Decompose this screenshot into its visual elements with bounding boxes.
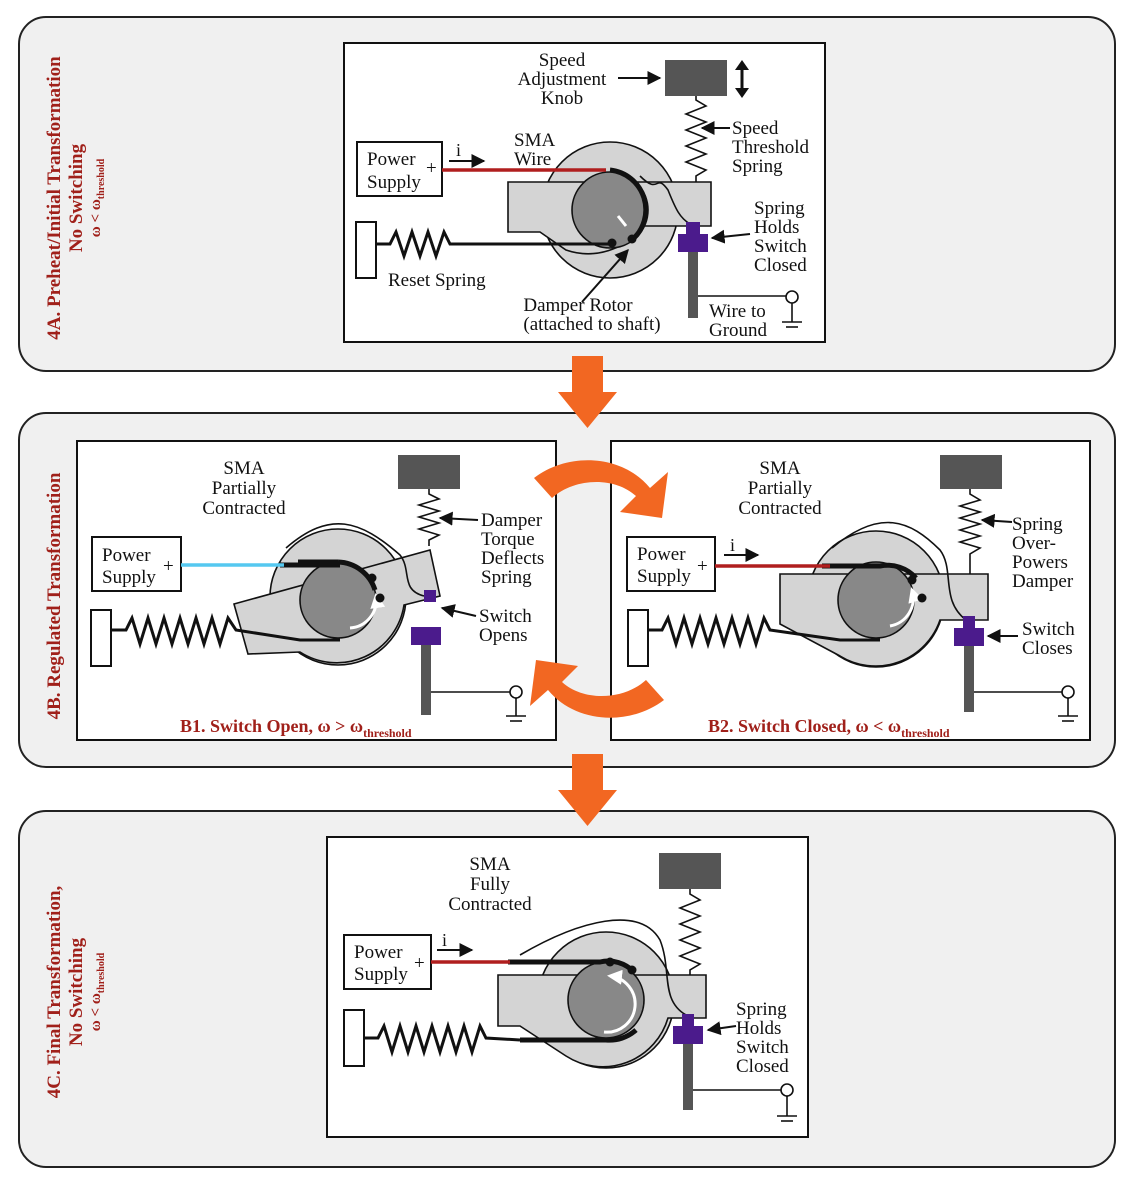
- c-power-label-2: Supply: [354, 964, 408, 985]
- b1-switch-label-1: Switch: [479, 606, 532, 627]
- power-supply-label-4a-2: Supply: [367, 172, 421, 193]
- diagram-4c: SMA Fully Contracted Power Supply + i Sp…: [343, 853, 797, 1122]
- b2-switch-base: [954, 628, 984, 646]
- c-plus: +: [414, 953, 425, 974]
- diagram-4a: Speed Adjustment Knob Speed Threshold Sp…: [355, 50, 810, 341]
- power-supply-4a: [356, 141, 443, 197]
- b1-damper-label-4: Spring: [481, 567, 532, 588]
- speed-knob-label-2: Adjustment: [518, 69, 607, 90]
- wire-ground-label-2: Ground: [709, 320, 768, 341]
- b1-sma-label-1: SMA: [223, 458, 264, 479]
- b1-switch-contact: [424, 590, 436, 602]
- b1-sma-label-3: Contracted: [202, 498, 286, 519]
- plus-4a: +: [426, 158, 437, 179]
- b1-switch-label-2: Opens: [479, 625, 528, 646]
- speed-knob-label-1: Speed: [539, 50, 586, 71]
- sma-wire-label-2: Wire: [514, 149, 551, 170]
- damper-rotor-label-1: Damper Rotor: [523, 295, 633, 316]
- sma-wire-label-1: SMA: [514, 130, 555, 151]
- c-power-label-1: Power: [354, 942, 403, 963]
- c-spring-holds-1: Spring: [736, 999, 787, 1020]
- b2-knob: [940, 455, 1002, 489]
- b2-caption: B2. Switch Closed, ω < ωthreshold: [708, 716, 950, 740]
- down-arrow-icon-1: [558, 356, 617, 428]
- wire-ground-label-1: Wire to: [709, 301, 766, 322]
- b1-caption: B1. Switch Open, ω > ωthreshold: [180, 716, 412, 740]
- speed-threshold-spring: [683, 96, 709, 182]
- c-sma-label-3: Contracted: [448, 894, 532, 915]
- down-arrow-icon-2: [558, 754, 617, 826]
- diagram-b2: SMA Partially Contracted Spring Over- Po…: [626, 455, 1078, 740]
- b1-power-supply: [91, 536, 182, 592]
- speed-spring-label-3: Spring: [732, 156, 783, 177]
- b2-sma-label-1: SMA: [759, 458, 800, 479]
- current-label-4a: i: [456, 140, 461, 160]
- up-down-arrow-icon: [735, 60, 749, 98]
- spring-holds-4a-1: Spring: [754, 198, 805, 219]
- b1-power-label-1: Power: [102, 545, 151, 566]
- c-sma-label-2: Fully: [470, 874, 511, 895]
- c-spring-holds-3: Switch: [736, 1037, 789, 1058]
- damper-rotor-label-2: (attached to shaft): [523, 314, 660, 335]
- power-supply-label-4a-1: Power: [367, 149, 416, 170]
- flow-arrows: [530, 356, 668, 826]
- b1-sma-label-2: Partially: [212, 478, 277, 499]
- reset-spring-label: Reset Spring: [388, 270, 486, 291]
- b2-sma-label-3: Contracted: [738, 498, 822, 519]
- b1-damper-label-3: Deflects: [481, 548, 544, 569]
- b2-rotor: [837, 561, 915, 639]
- b2-spring-label-4: Damper: [1012, 571, 1074, 592]
- b1-switch-base: [411, 627, 441, 645]
- spring-holds-4a-2: Holds: [754, 217, 799, 238]
- cycle-arrow-top-icon: [534, 460, 668, 518]
- b2-switch-label-1: Switch: [1022, 619, 1075, 640]
- c-switch-contact: [682, 1014, 694, 1026]
- spring-holds-4a-4: Closed: [754, 255, 807, 276]
- c-spring-holds-2: Holds: [736, 1018, 781, 1039]
- b2-power-supply: [626, 536, 716, 592]
- b2-power-label-2: Supply: [637, 566, 691, 587]
- b2-spring-label-1: Spring: [1012, 514, 1063, 535]
- diagram-b1: SMA Partially Contracted Damper Torque D…: [90, 455, 544, 740]
- switch-contact-4a: [686, 222, 700, 234]
- b2-plus: +: [697, 556, 708, 577]
- reset-spring-4a: [376, 227, 612, 261]
- b1-knob: [398, 455, 460, 489]
- speed-knob-label-3: Knob: [541, 88, 583, 109]
- b2-spring-label-3: Powers: [1012, 552, 1068, 573]
- c-current: i: [442, 930, 447, 950]
- spring-holds-4a-3: Switch: [754, 236, 807, 257]
- b2-power-label-1: Power: [637, 544, 686, 565]
- speed-knob: [665, 60, 727, 96]
- ground-icon: [782, 303, 802, 328]
- speed-spring-label-2: Threshold: [732, 137, 810, 158]
- b1-damper-label-1: Damper: [481, 510, 543, 531]
- c-knob: [659, 853, 721, 889]
- b2-switch-label-2: Closes: [1022, 638, 1073, 659]
- b1-damper-label-2: Torque: [481, 529, 535, 550]
- b1-plus: +: [163, 556, 174, 577]
- terminal-4a: [785, 290, 799, 304]
- c-switch-base: [673, 1026, 703, 1044]
- b2-current: i: [730, 535, 735, 555]
- c-sma-label-1: SMA: [469, 854, 510, 875]
- b2-sma-label-2: Partially: [748, 478, 813, 499]
- b1-power-label-2: Supply: [102, 567, 156, 588]
- b2-spring-label-2: Over-: [1012, 533, 1056, 554]
- b2-switch-contact: [963, 616, 975, 628]
- cycle-arrow-bottom-icon: [530, 660, 664, 718]
- c-spring-holds-4: Closed: [736, 1056, 789, 1077]
- speed-spring-label-1: Speed: [732, 118, 779, 139]
